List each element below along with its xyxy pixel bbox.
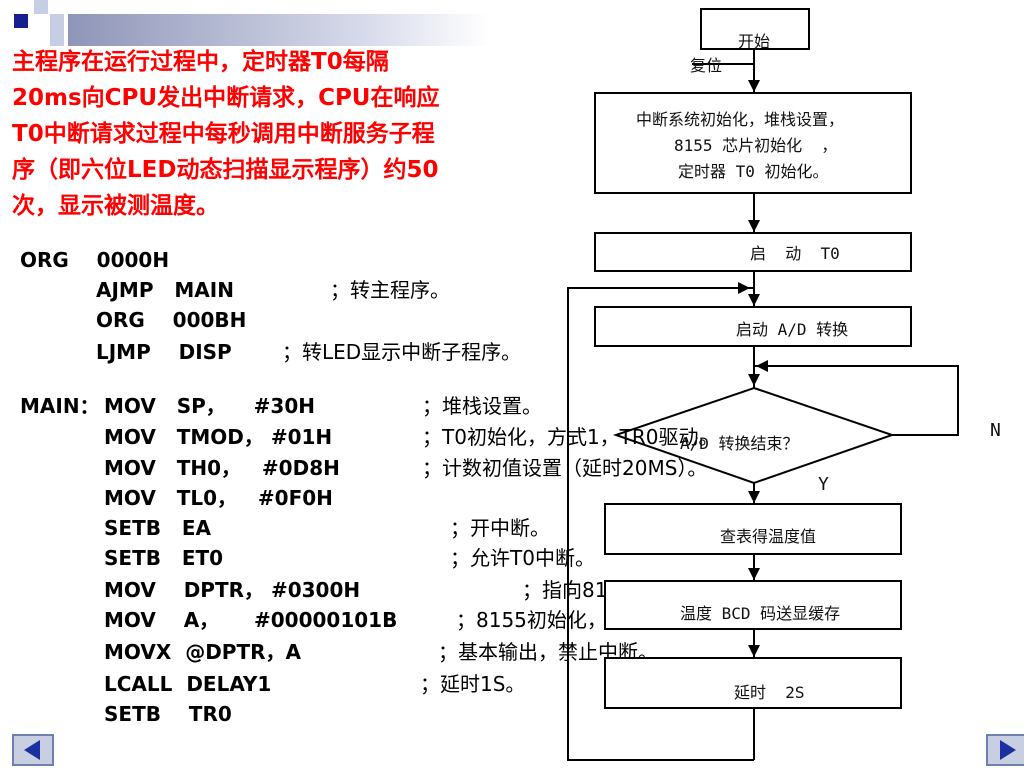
code-comment: ；开中断。 <box>450 516 550 540</box>
main-label: MAIN： <box>20 394 100 418</box>
flow-init-line: 中断系统初始化，堆栈设置， <box>636 110 845 129</box>
deco-square-light <box>50 14 64 46</box>
deco-square-dark <box>14 14 28 28</box>
flow-init-line: 定时器 T0 初始化。 <box>678 162 829 181</box>
code-line: LJMP DISP <box>96 340 232 364</box>
code-line: MOVX @DPTR，A <box>104 640 301 664</box>
prev-slide-button[interactable] <box>12 734 54 766</box>
arrow-left-icon <box>24 740 40 760</box>
flow-start-ad-box: 启动 A/D 转换 <box>594 306 912 347</box>
title-bar-decoration <box>68 14 490 46</box>
flow-start-t0-label: 启 动 T0 <box>750 244 840 263</box>
code-line: ORG 000BH <box>96 308 247 332</box>
code-line: MOV A， #00000101B <box>104 608 398 632</box>
code-line: MOV TMOD， #01H <box>104 425 333 449</box>
flow-send-box: 温度 BCD 码送显缓存 <box>604 580 902 630</box>
code-line: SETB TR0 <box>104 702 232 726</box>
code-comment: ；转主程序。 <box>330 278 450 302</box>
flow-decision-label: A/D 转换结束？ <box>680 434 799 453</box>
code-line: SETB EA <box>104 516 211 540</box>
code-comment: ；T0初始化，方式1，TR0驱动。 <box>422 425 719 449</box>
code-comment: ；延时1S。 <box>420 672 526 696</box>
flow-start-box: 开始 <box>700 8 810 51</box>
code-comment: ；堆栈设置。 <box>422 394 542 418</box>
flow-delay-box: 延时 2S <box>604 657 902 709</box>
code-line: SETB ET0 <box>104 546 224 570</box>
code-line: AJMP MAIN <box>96 278 234 302</box>
deco-square-light <box>34 0 48 14</box>
code-line: MOV DPTR， #0300H <box>104 578 361 602</box>
flow-init-line: 8155 芯片初始化 ， <box>674 136 838 155</box>
flow-start-ad-label: 启动 A/D 转换 <box>736 320 849 339</box>
next-slide-button[interactable] <box>986 734 1024 766</box>
flow-no-label: N <box>990 420 1001 441</box>
flow-lookup-label: 查表得温度值 <box>720 527 817 546</box>
arrow-right-icon <box>1000 740 1016 760</box>
code-comment: ；允许T0中断。 <box>450 546 595 570</box>
code-comment: ；转LED显示中断子程序。 <box>282 340 522 364</box>
flow-yes-label: Y <box>818 474 829 495</box>
code-line: LCALL DELAY1 <box>104 672 272 696</box>
code-line: MOV TL0， #0F0H <box>104 486 333 510</box>
code-line: MOV TH0， #0D8H <box>104 456 340 480</box>
flow-start-t0-box: 启 动 T0 <box>594 232 912 272</box>
flow-delay-label: 延时 2S <box>734 683 805 702</box>
code-line: ORG 0000H <box>20 248 170 272</box>
flow-start-label: 开始 <box>738 32 771 51</box>
flow-reset-label: 复位 <box>690 56 723 75</box>
code-line: MOV SP， #30H <box>104 394 315 418</box>
flow-lookup-box: 查表得温度值 <box>604 503 902 555</box>
flow-send-label: 温度 BCD 码送显缓存 <box>680 604 841 623</box>
intro-text: 主程序在运行过程中，定时器T0每隔 20ms向CPU发出中断请求，CPU在响应 … <box>12 49 440 219</box>
flow-init-box: 中断系统初始化，堆栈设置， 8155 芯片初始化 ， 定时器 T0 初始化。 <box>594 92 912 194</box>
code-comment: ；计数初值设置（延时20MS）。 <box>422 456 708 480</box>
